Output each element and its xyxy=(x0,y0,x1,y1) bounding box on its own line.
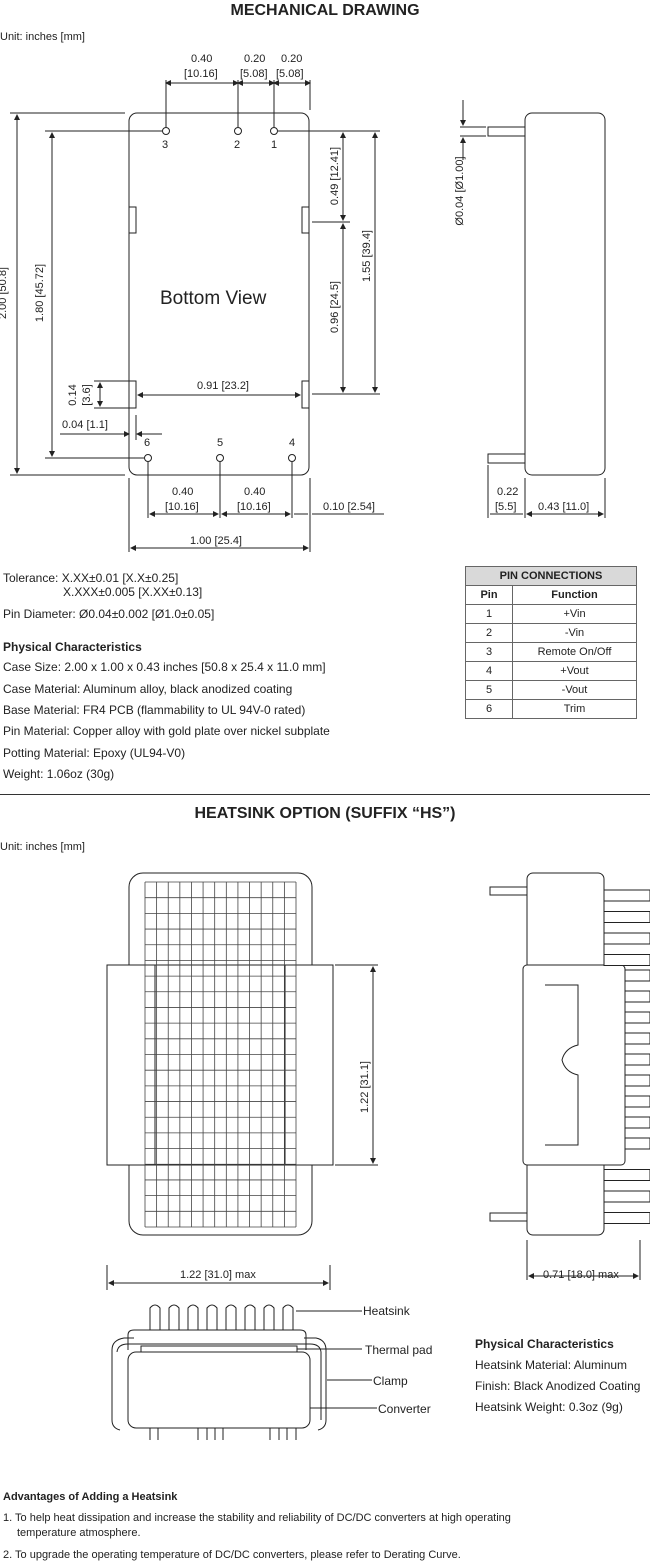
pin-label-4: 4 xyxy=(289,437,296,449)
label-clamp: Clamp xyxy=(373,1374,408,1388)
dim-bot-a-mm: [10.16] xyxy=(165,501,199,513)
pin-diameter: Pin Diameter: Ø0.04±0.002 [Ø1.0±0.05] xyxy=(3,607,215,621)
pin-cell: 5 xyxy=(465,680,513,700)
dim-side-a-mm: [5.5] xyxy=(495,501,517,513)
physical-title: Physical Characteristics xyxy=(3,640,142,654)
pin-2-circle xyxy=(234,127,242,135)
pin-label-2: 2 xyxy=(234,139,241,151)
pin-cell: 6 xyxy=(465,699,513,719)
dim-right-c: 1.55 [39.4] xyxy=(361,230,373,282)
dim-heatsink-side: 0.71 [18.0] max xyxy=(543,1269,619,1281)
dim-side-a: 0.22 xyxy=(497,486,519,498)
dim-mid: 0.91 [23.2] xyxy=(197,380,249,392)
advantage-1-line-2: temperature atmosphere. xyxy=(17,1527,141,1539)
tolerance-line-1: Tolerance: X.XX±0.01 [X.X±0.25] xyxy=(3,571,179,585)
table-row: 1+Vin xyxy=(465,604,637,624)
label-converter: Converter xyxy=(378,1402,431,1416)
advantage-1-line-1: 1. To help heat dissipation and increase… xyxy=(3,1512,511,1524)
advantages-title: Advantages of Adding a Heatsink xyxy=(3,1491,178,1503)
function-cell: +Vin xyxy=(512,604,637,624)
heatsink-drawing xyxy=(106,872,650,1440)
dim-left-outer: 2.00 [50.8] xyxy=(0,267,9,319)
dim-left-inner: 1.80 [45.72] xyxy=(34,263,46,323)
phys-line-1: Case Material: Aluminum alloy, black ano… xyxy=(3,682,293,696)
pin-label-6: 6 xyxy=(144,437,151,449)
pin-label-5: 5 xyxy=(217,437,224,449)
phys-line-5: Weight: 1.06oz (30g) xyxy=(3,767,115,781)
mechanical-title: MECHANICAL DRAWING xyxy=(230,2,420,19)
dim-right-a: 0.49 [12.41] xyxy=(329,146,341,206)
advantage-2: 2. To upgrade the operating temperature … xyxy=(3,1549,461,1561)
dim-pin-dia: Ø0.04 [Ø1.00] xyxy=(454,156,466,226)
dim-top-c: 0.20 xyxy=(281,53,303,65)
function-cell: Remote On/Off xyxy=(512,642,637,662)
pin-table-header-function: Function xyxy=(512,585,637,605)
heatsink-phys-2: Heatsink Weight: 0.3oz (9g) xyxy=(475,1400,623,1414)
heatsink-phys-title: Physical Characteristics xyxy=(475,1337,614,1351)
pin-table-title: PIN CONNECTIONS xyxy=(465,566,637,586)
dim-bot-b-mm: [10.16] xyxy=(237,501,271,513)
phys-line-3: Pin Material: Copper alloy with gold pla… xyxy=(3,724,330,738)
bottom-view-drawing xyxy=(10,80,606,552)
dim-bot-c: 0.10 [2.54] xyxy=(323,501,375,513)
dim-tab-w: 0.04 [1.1] xyxy=(62,419,108,431)
label-thermal-pad: Thermal pad xyxy=(365,1343,433,1357)
mechanical-unit: Unit: inches [mm] xyxy=(0,31,85,43)
function-cell: -Vin xyxy=(512,623,637,643)
dim-bot-a: 0.40 xyxy=(172,486,194,498)
bottom-view-label: Bottom View xyxy=(160,288,267,309)
pin-label-1: 1 xyxy=(271,139,278,151)
dim-heatsink-height: 1.22 [31.1] xyxy=(359,1061,371,1113)
function-cell: +Vout xyxy=(512,661,637,681)
dim-bot-b: 0.40 xyxy=(244,486,266,498)
pin-cell: 4 xyxy=(465,661,513,681)
tolerance-line-2: X.XXX±0.005 [X.XX±0.13] xyxy=(63,585,203,599)
module-side-outline xyxy=(524,112,606,476)
dim-top-a: 0.40 xyxy=(191,53,213,65)
phys-line-4: Potting Material: Epoxy (UL94-V0) xyxy=(3,746,186,760)
function-cell: Trim xyxy=(512,699,637,719)
phys-line-2: Base Material: FR4 PCB (flammability to … xyxy=(3,703,306,717)
function-cell: -Vout xyxy=(512,680,637,700)
pin-cell: 1 xyxy=(465,604,513,624)
dim-heatsink-width: 1.22 [31.0] max xyxy=(180,1269,256,1281)
heatsink-title: HEATSINK OPTION (SUFFIX “HS”) xyxy=(194,805,456,822)
pin-cell: 2 xyxy=(465,623,513,643)
dim-tab-h: 0.14 xyxy=(67,384,79,406)
dim-top-a-mm: [10.16] xyxy=(184,68,218,80)
pin-table-header-pin: Pin xyxy=(465,585,513,605)
pin-1-circle xyxy=(270,127,278,135)
dim-right-b: 0.96 [24.5] xyxy=(329,281,341,333)
dim-top-b: 0.20 xyxy=(244,53,266,65)
dim-top-c-mm: [5.08] xyxy=(276,68,304,80)
pin-connections-table: PIN CONNECTIONS Pin Function 1+Vin 2-Vin… xyxy=(465,566,637,719)
heatsink-unit: Unit: inches [mm] xyxy=(0,841,85,853)
pin-5-circle xyxy=(216,454,224,462)
dim-width: 1.00 [25.4] xyxy=(190,535,242,547)
label-heatsink: Heatsink xyxy=(363,1304,410,1318)
phys-line-0: Case Size: 2.00 x 1.00 x 0.43 inches [50… xyxy=(3,660,326,674)
module-body-outline xyxy=(128,112,310,476)
table-row: 4+Vout xyxy=(465,661,637,681)
pin-label-3: 3 xyxy=(162,139,169,151)
table-row: 2-Vin xyxy=(465,623,637,643)
pin-cell: 3 xyxy=(465,642,513,662)
dim-side-b: 0.43 [11.0] xyxy=(538,501,590,513)
pin-4-circle xyxy=(288,454,296,462)
pin-3-circle xyxy=(162,127,170,135)
pin-6-circle xyxy=(144,454,152,462)
heatsink-phys-1: Finish: Black Anodized Coating xyxy=(475,1379,641,1393)
heatsink-phys-0: Heatsink Material: Aluminum xyxy=(475,1358,628,1372)
table-row: 5-Vout xyxy=(465,680,637,700)
dim-tab-h-mm: [3.6] xyxy=(81,384,93,406)
dim-top-b-mm: [5.08] xyxy=(240,68,268,80)
section-divider xyxy=(0,794,650,795)
